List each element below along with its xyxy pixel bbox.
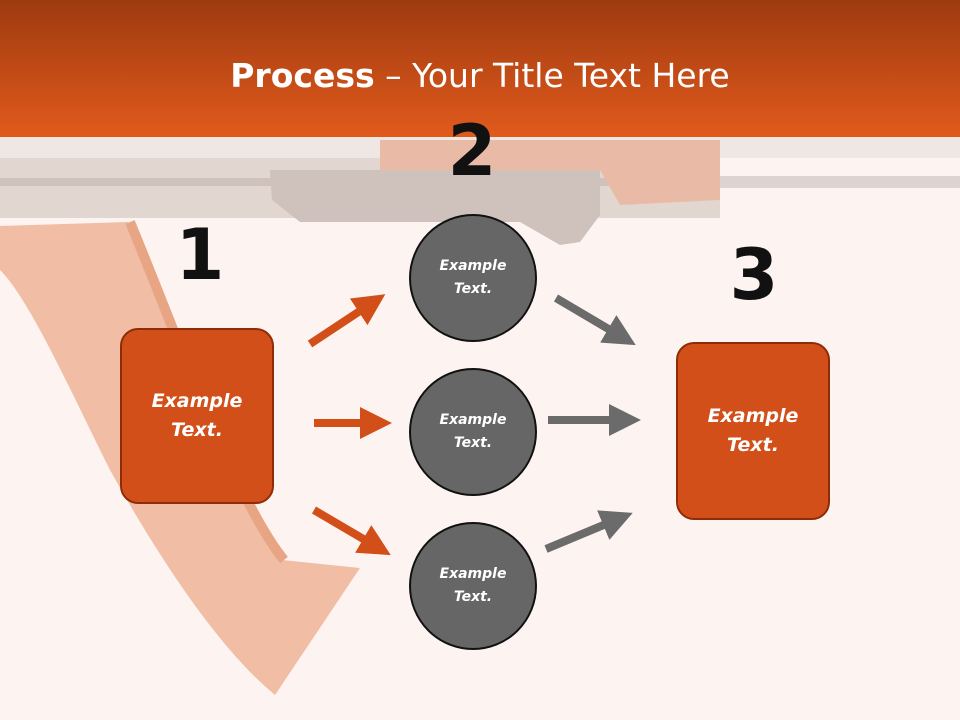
arrow-bottom-to-right [544, 510, 633, 553]
page-title: Process – Your Title Text Here [0, 56, 960, 96]
left-box-line2: Text. [171, 419, 223, 441]
arrow-top-to-right [553, 294, 636, 346]
arrow-to-bottom-circle [311, 506, 391, 556]
right-box-line2: Text. [727, 434, 779, 456]
arrow-to-top-circle [307, 294, 386, 348]
circle-bottom-line2: Text. [453, 589, 493, 605]
circle-bottom-line1: Example [439, 566, 507, 582]
circle-top-line1: Example [439, 258, 507, 274]
right-box-line1: Example [707, 405, 799, 427]
circle-middle-line1: Example [439, 412, 507, 428]
left-box-line1: Example [151, 390, 243, 412]
step-number-3: 3 [729, 234, 779, 316]
step-number-1: 1 [175, 214, 225, 296]
circle-top-line2: Text. [453, 281, 493, 297]
step-number-2: 2 [447, 110, 497, 192]
title-bold: Process [230, 56, 375, 95]
title-rest: – Your Title Text Here [374, 56, 730, 95]
circle-middle-line2: Text. [453, 435, 493, 451]
title-header-bar [0, 0, 960, 137]
